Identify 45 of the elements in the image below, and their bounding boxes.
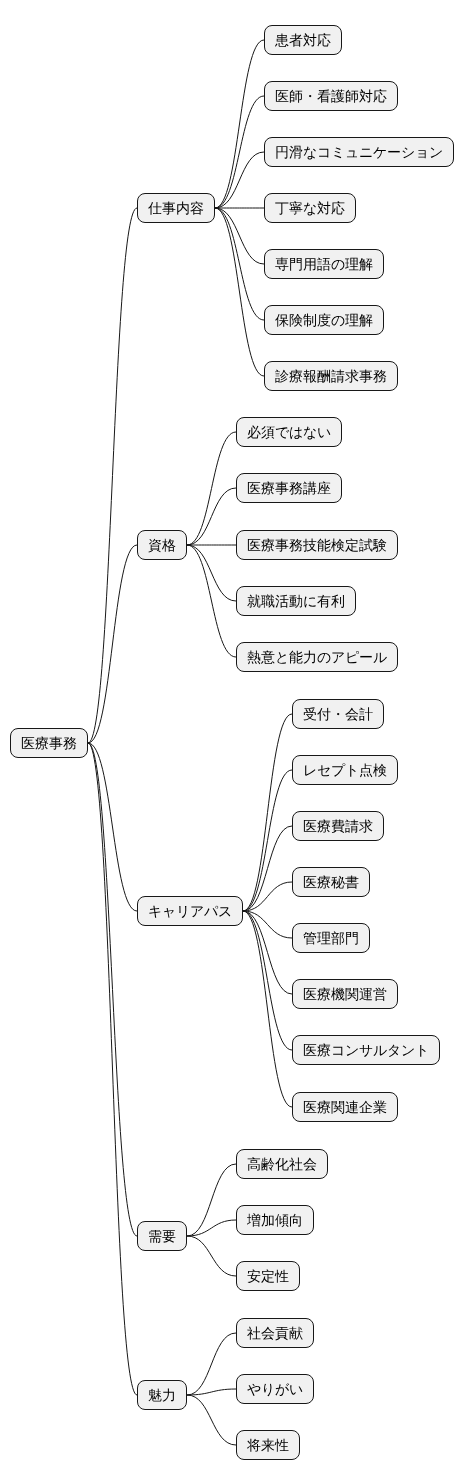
topic-box: 社会貢献 — [236, 1318, 314, 1348]
topic-box: 医師・看護師対応 — [264, 81, 398, 111]
topic-box: 資格 — [137, 530, 187, 560]
topic-box: 医療コンサルタント — [292, 1035, 440, 1065]
topic-box: 将来性 — [236, 1430, 300, 1460]
topic-box: キャリアパス — [137, 896, 243, 926]
topic-box: 仕事内容 — [137, 193, 215, 223]
topic-box: 高齢化社会 — [236, 1149, 328, 1179]
connector-line — [186, 1235, 237, 1277]
topic-box: レセプト点検 — [292, 755, 398, 785]
topic-box: 魅力 — [137, 1380, 187, 1410]
topic-box: 専門用語の理解 — [264, 249, 384, 279]
connector-line — [87, 207, 138, 744]
connector-line — [242, 713, 293, 912]
topic-box: 需要 — [137, 1221, 187, 1251]
connector-line — [242, 910, 293, 1108]
topic-box: 受付・会計 — [292, 699, 384, 729]
topic-box: 医療関連企業 — [292, 1092, 398, 1122]
connector-line — [186, 544, 237, 658]
connector-line — [186, 1219, 237, 1237]
topic-box: 医療事務 — [10, 728, 88, 758]
topic-box: 円滑なコミュニケーション — [264, 137, 454, 167]
topic-box: 管理部門 — [292, 923, 370, 953]
connector-line — [87, 742, 138, 1237]
topic-box: 増加傾向 — [236, 1205, 314, 1235]
topic-box: 医療事務講座 — [236, 473, 342, 503]
topic-box: 安定性 — [236, 1261, 300, 1291]
topic-box: 患者対応 — [264, 25, 342, 55]
connector-line — [87, 544, 138, 744]
topic-box: 医療費請求 — [292, 811, 384, 841]
topic-box: 必須ではない — [236, 417, 342, 447]
connector-line — [186, 1388, 237, 1396]
topic-box: 熱意と能力のアピール — [236, 642, 398, 672]
connector-line — [87, 742, 138, 1396]
connector-line — [87, 742, 138, 912]
connector-line — [186, 1394, 237, 1446]
topic-box: やりがい — [236, 1374, 314, 1404]
topic-box: 丁寧な対応 — [264, 193, 356, 223]
topic-box: 医療機関運営 — [292, 979, 398, 1009]
topic-box: 保険制度の理解 — [264, 305, 384, 335]
topic-box: 医療事務技能検定試験 — [236, 530, 398, 560]
connector-line — [214, 207, 265, 377]
topic-box: 診療報酬請求事務 — [264, 361, 398, 391]
topic-box: 医療秘書 — [292, 867, 370, 897]
topic-box: 就職活動に有利 — [236, 586, 356, 616]
